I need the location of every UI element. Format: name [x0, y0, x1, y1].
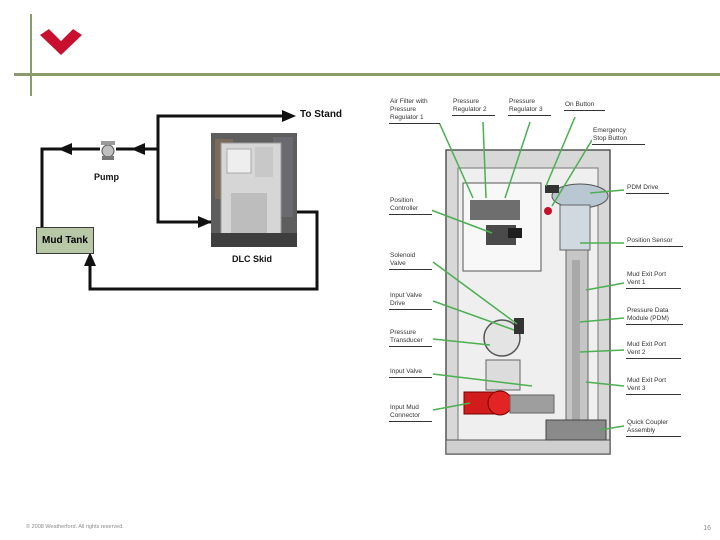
arrow-icon	[58, 143, 72, 155]
callout-input-valve-drive: Input Valve Drive	[389, 292, 432, 310]
callout-solenoid-valve: Solenoid Valve	[389, 252, 432, 270]
dlc-skid-photo	[211, 133, 297, 247]
callout-emergency-stop-button: Emergency Stop Button	[592, 127, 645, 145]
callout-input-mud-connector: Input Mud Connector	[389, 404, 432, 422]
callout-on-button: On Button	[564, 101, 605, 111]
flow-schematic	[40, 110, 319, 291]
callout-input-valve: Input Valve	[389, 368, 432, 378]
arrow-icon	[282, 110, 296, 122]
arrow-icon	[84, 252, 96, 266]
mud-tank-box: Mud Tank	[36, 227, 94, 254]
callout-pressure-data-module: Pressure Data Module (PDM)	[626, 307, 683, 325]
flow-line-to-skid	[156, 149, 212, 224]
to-stand-label: To Stand	[300, 109, 343, 120]
callout-position-sensor: Position Sensor	[626, 237, 683, 247]
callout-pdm-drive: PDM Drive	[626, 184, 669, 194]
callout-mud-exit-port-vent-3: Mud Exit Port Vent 3	[626, 377, 681, 395]
callout-mud-exit-port-vent-1: Mud Exit Port Vent 1	[626, 271, 681, 289]
arrow-icon	[131, 143, 145, 155]
callout-air-filter-regulator-1: Air Filter with Pressure Regulator 1	[389, 98, 440, 124]
header-vertical-rule	[30, 14, 32, 96]
header-horizontal-rule	[14, 73, 720, 76]
callout-leaders	[430, 116, 625, 431]
callout-pressure-transducer: Pressure Transducer	[389, 329, 432, 347]
callout-pressure-regulator-2: Pressure Regulator 2	[452, 98, 495, 116]
pump-icon	[101, 141, 115, 160]
callout-position-controller: Position Controller	[389, 197, 432, 215]
copyright-text: © 2008 Weatherford. All rights reserved.	[26, 524, 124, 530]
pump-label: Pump	[94, 172, 120, 182]
callout-quick-coupler-assembly: Quick Coupler Assembly	[626, 419, 681, 437]
weatherford-logo-icon	[40, 29, 82, 55]
callout-mud-exit-port-vent-2: Mud Exit Port Vent 2	[626, 341, 681, 359]
arrow-icon	[198, 216, 212, 228]
dlc-skid-label: DLC Skid	[232, 254, 273, 264]
flow-line-return	[88, 210, 319, 291]
flow-line-tank-to-pump	[40, 147, 100, 227]
callout-pressure-regulator-3: Pressure Regulator 3	[508, 98, 551, 116]
page-number: 16	[703, 525, 711, 532]
